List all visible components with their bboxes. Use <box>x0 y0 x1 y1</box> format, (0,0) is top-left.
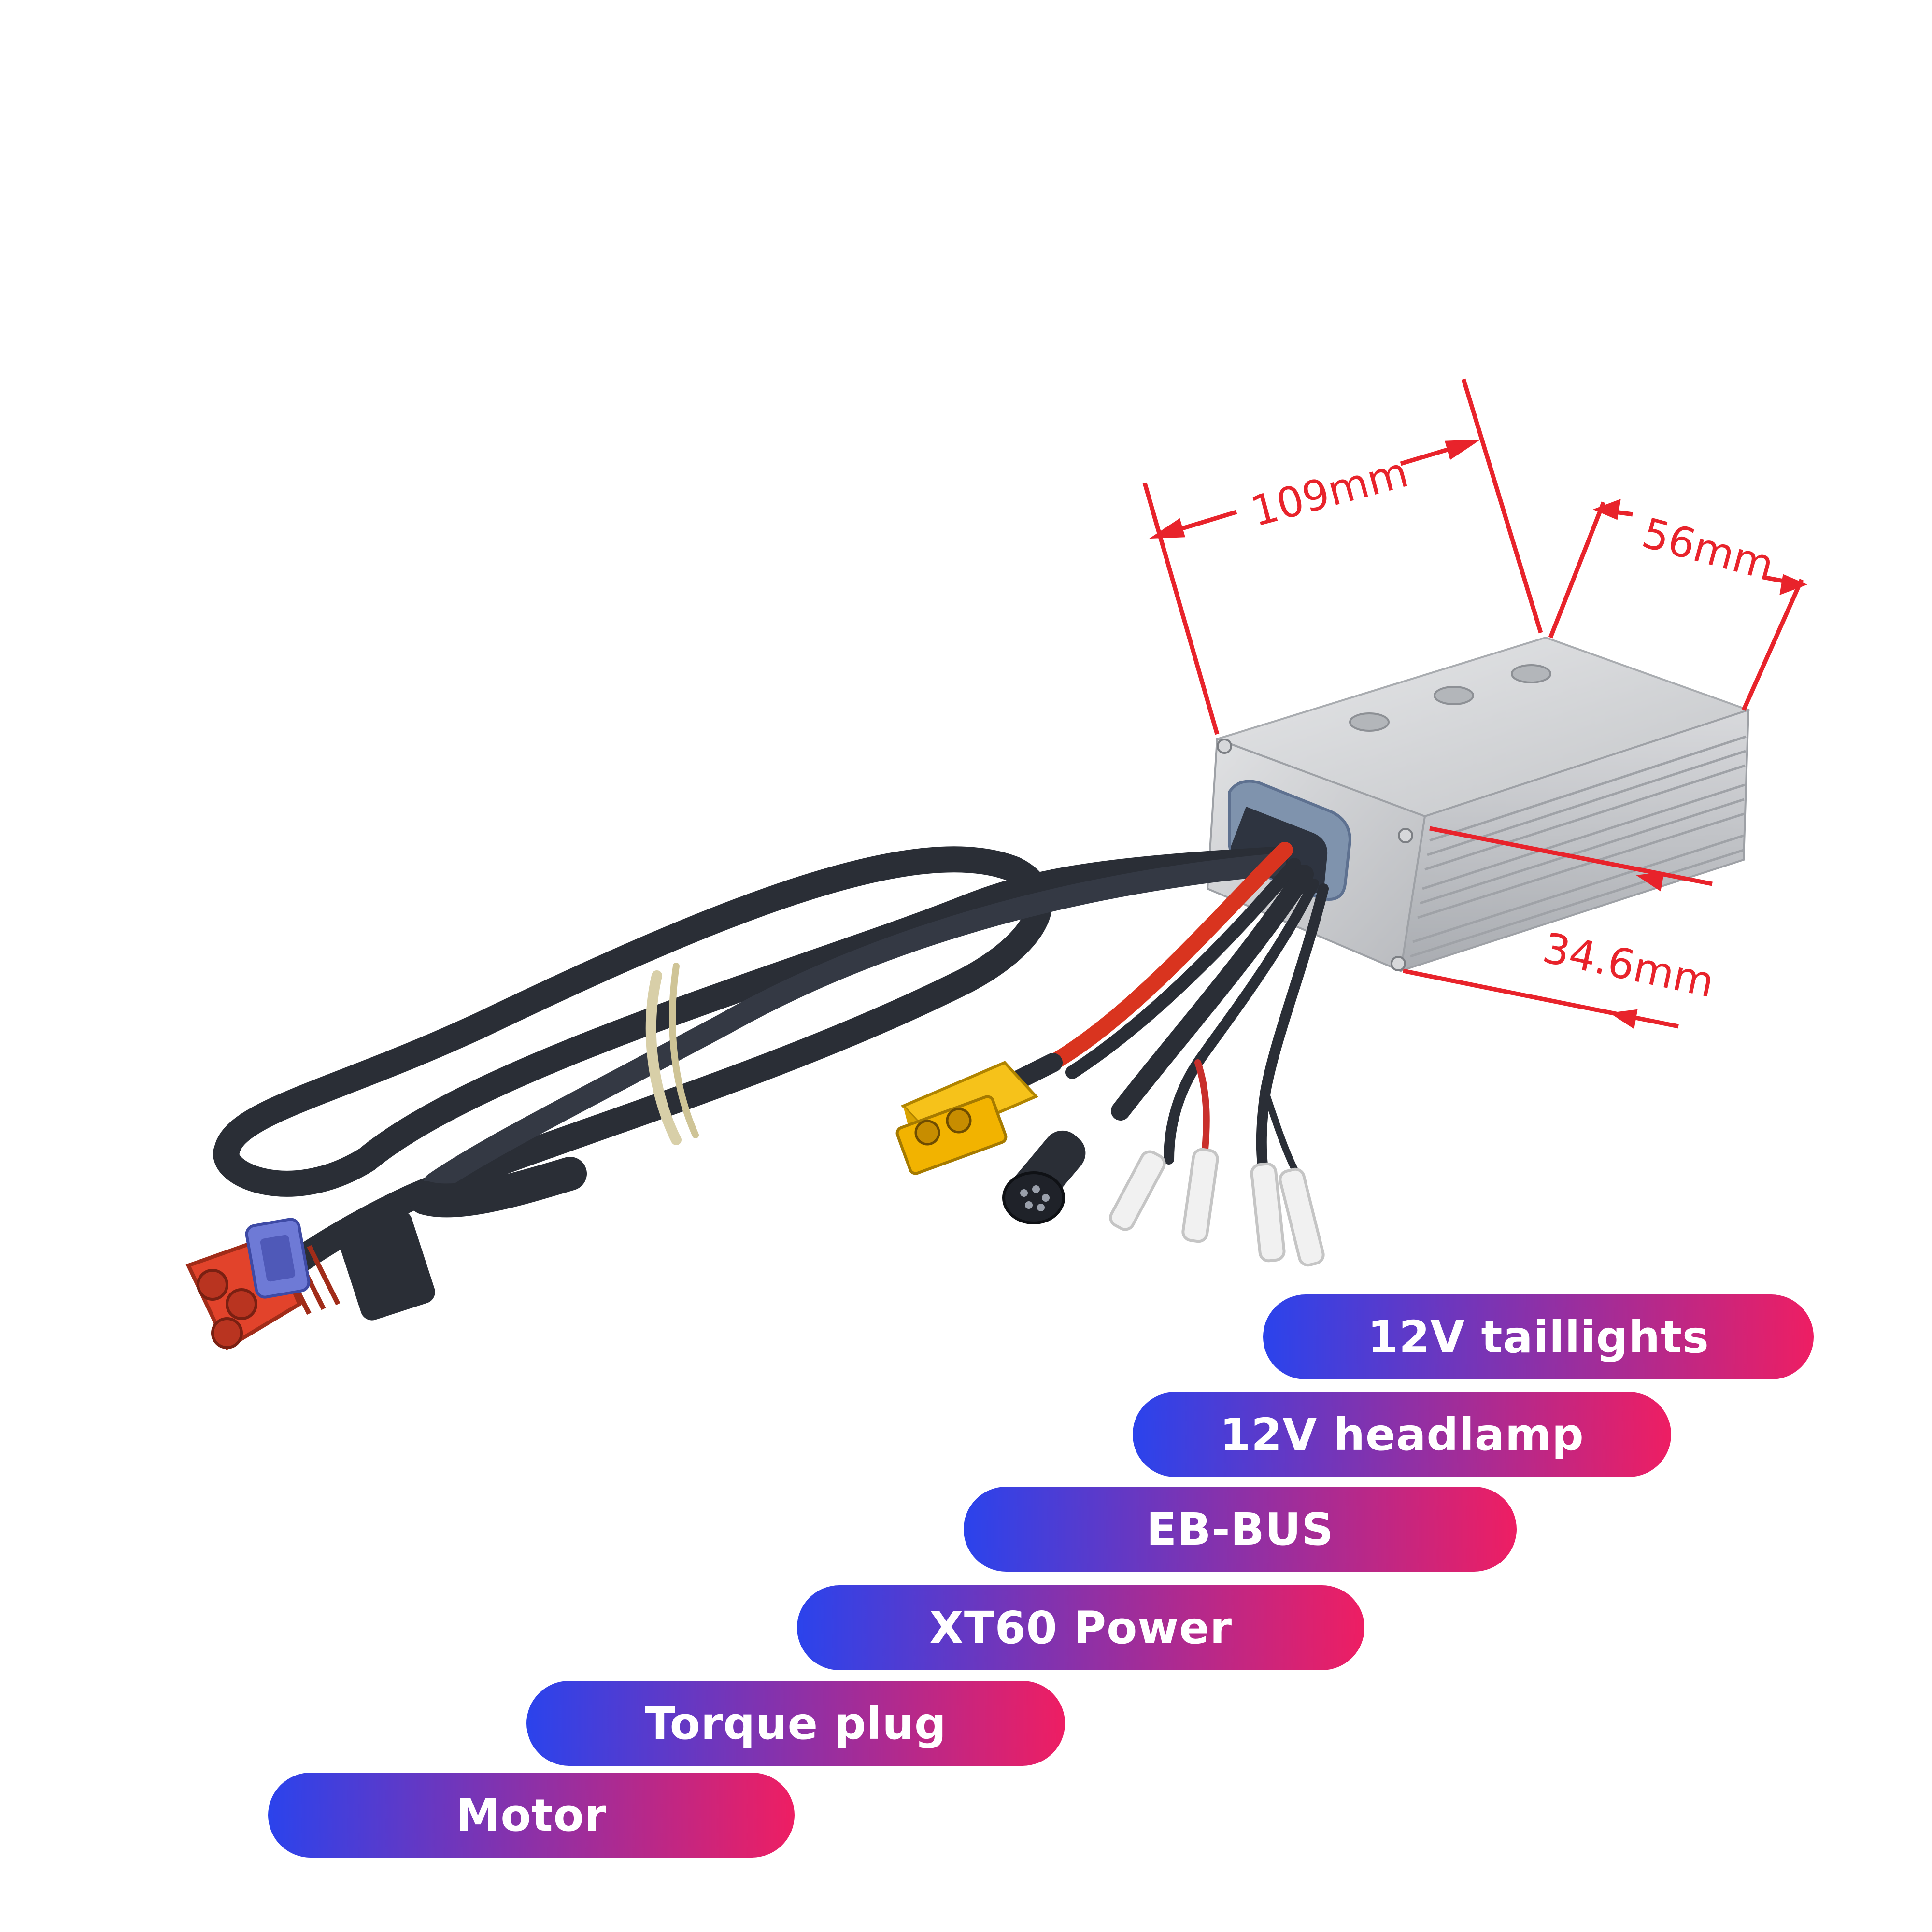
dimension-lines <box>1142 378 1808 1029</box>
spade-terminals <box>1109 1148 1325 1267</box>
xt60-connector <box>895 1061 1039 1175</box>
label-torque-plug: Torque plug <box>526 1681 1065 1766</box>
cable-harness <box>213 842 1329 1293</box>
eb-bus-connector <box>1002 1130 1086 1224</box>
label-motor: Motor <box>268 1773 795 1858</box>
label-eb-bus: EB-BUS <box>964 1487 1517 1572</box>
label-12v-headlamp: 12V headlamp <box>1133 1392 1671 1477</box>
motor-connector <box>185 1157 587 1350</box>
controller-housing <box>1206 636 1752 972</box>
label-12v-taillights: 12V taillights <box>1263 1294 1814 1379</box>
label-xt60-power: XT60 Power <box>797 1585 1364 1670</box>
torque-connector <box>245 1218 311 1299</box>
dimension-height-label: 34.6mm <box>1539 924 1719 1007</box>
dimension-length-label: 109mm <box>1246 448 1413 536</box>
dimension-width-label: 56mm <box>1637 509 1779 590</box>
